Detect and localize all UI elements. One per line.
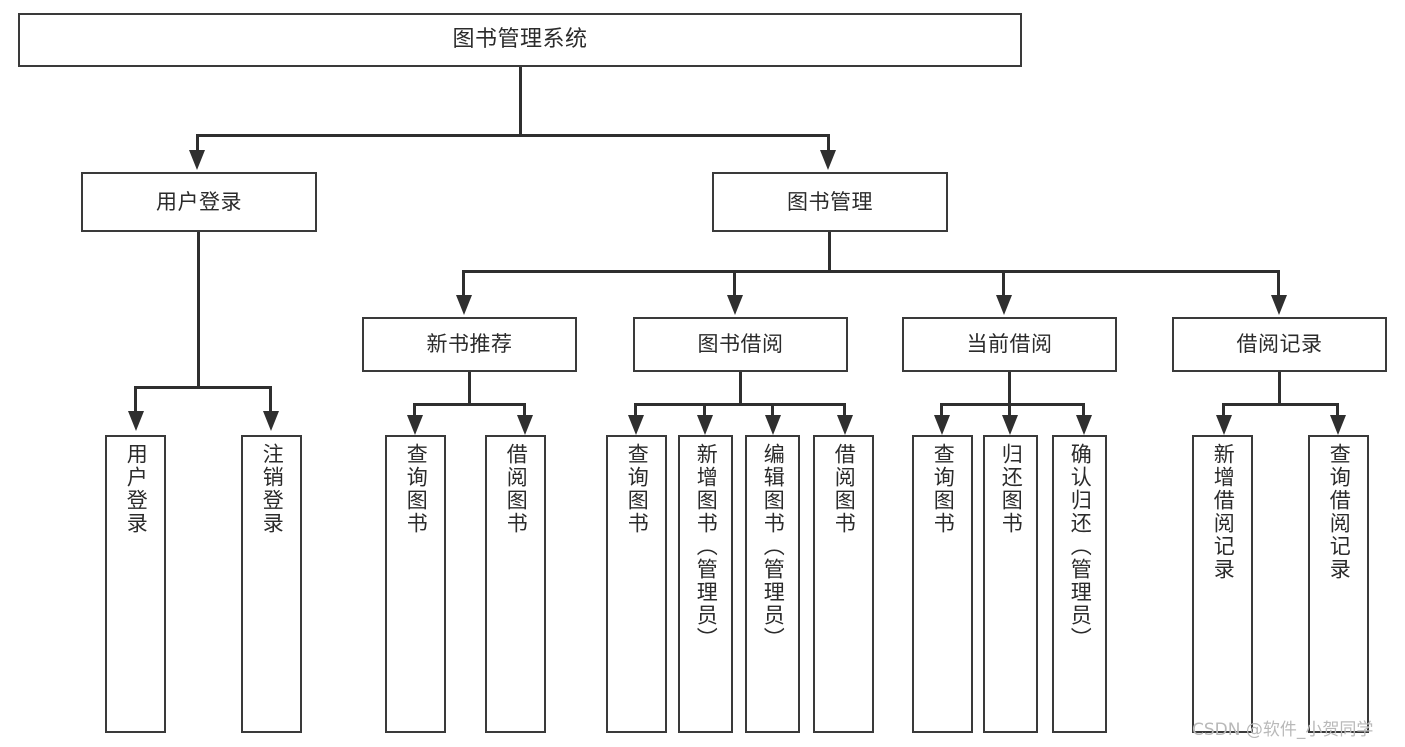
arrowhead-br-leaf-2 <box>1330 415 1346 435</box>
leaf-user-login-logout[interactable]: 注销登录 <box>241 435 302 733</box>
connector-bm-drop-3 <box>1002 270 1005 297</box>
node-label: 借阅图书 <box>504 443 529 535</box>
arrowhead-nbr-leaf-2 <box>517 415 533 435</box>
arrowhead-cb-leaf-1 <box>934 415 950 435</box>
connector-cb-bar <box>940 403 1085 406</box>
node-label: 图书管理系统 <box>452 27 588 53</box>
connector-book-management-stem <box>828 232 831 270</box>
connector-root-right-drop <box>827 134 830 152</box>
node-label: 图书借阅 <box>697 332 784 357</box>
node-new-book-recommend[interactable]: 新书推荐 <box>362 317 577 372</box>
node-borrow-records[interactable]: 借阅记录 <box>1172 317 1387 372</box>
leaf-book-borrow-add[interactable]: 新增图书（管理员） <box>678 435 733 733</box>
node-user-login[interactable]: 用户登录 <box>81 172 317 232</box>
arrowhead-cb-leaf-2 <box>1002 415 1018 435</box>
connector-root-left-drop <box>196 134 199 152</box>
node-book-management[interactable]: 图书管理 <box>712 172 948 232</box>
connector-cb-drop-2 <box>1008 403 1011 417</box>
connector-bb-drop-3 <box>771 403 774 417</box>
connector-user-login-stem <box>197 232 200 386</box>
connector-nbr-stem <box>468 372 471 403</box>
connector-bb-stem <box>739 372 742 403</box>
leaf-current-borrow-return[interactable]: 归还图书 <box>983 435 1038 733</box>
node-label: 确认归还（管理员） <box>1068 443 1093 650</box>
arrowhead-to-user-login <box>189 150 205 170</box>
connector-cb-stem <box>1008 372 1011 403</box>
arrowhead-to-current-borrow <box>996 295 1012 315</box>
node-label: 新增借阅记录 <box>1211 443 1236 581</box>
leaf-book-borrow-edit[interactable]: 编辑图书（管理员） <box>745 435 800 733</box>
arrowhead-user-login-leaf-1 <box>128 411 144 431</box>
connector-bb-bar <box>634 403 846 406</box>
arrowhead-to-book-borrow <box>727 295 743 315</box>
node-root-book-management-system[interactable]: 图书管理系统 <box>18 13 1022 67</box>
node-label: 新增图书（管理员） <box>694 443 719 650</box>
leaf-borrow-record-add[interactable]: 新增借阅记录 <box>1192 435 1253 733</box>
node-label: 用户登录 <box>156 189 242 214</box>
node-book-borrow[interactable]: 图书借阅 <box>633 317 848 372</box>
connector-user-login-drop-2 <box>269 386 272 413</box>
connector-br-drop-2 <box>1336 403 1339 417</box>
node-label: 用户登录 <box>124 443 149 535</box>
watermark-text: CSDN @软件_小贺同学 <box>1192 720 1374 740</box>
connector-bb-drop-2 <box>703 403 706 417</box>
connector-br-bar <box>1222 403 1339 406</box>
arrowhead-bb-leaf-3 <box>765 415 781 435</box>
node-label: 借阅图书 <box>832 443 857 535</box>
arrowhead-nbr-leaf-1 <box>407 415 423 435</box>
leaf-new-book-query[interactable]: 查询图书 <box>385 435 446 733</box>
node-label: 查询图书 <box>404 443 429 535</box>
node-label: 查询图书 <box>625 443 650 535</box>
arrowhead-br-leaf-1 <box>1216 415 1232 435</box>
leaf-new-book-borrow[interactable]: 借阅图书 <box>485 435 546 733</box>
connector-br-drop-1 <box>1222 403 1225 417</box>
node-label: 查询图书 <box>931 443 956 535</box>
connector-bm-drop-4 <box>1277 270 1280 297</box>
arrowhead-bb-leaf-4 <box>837 415 853 435</box>
arrowhead-to-new-book-recommend <box>456 295 472 315</box>
connector-cb-drop-1 <box>940 403 943 417</box>
connector-bb-drop-4 <box>843 403 846 417</box>
leaf-borrow-record-query[interactable]: 查询借阅记录 <box>1308 435 1369 733</box>
node-current-borrow[interactable]: 当前借阅 <box>902 317 1117 372</box>
connector-nbr-drop-2 <box>523 403 526 417</box>
connector-book-management-bar <box>462 270 1280 273</box>
node-label: 编辑图书（管理员） <box>761 443 786 650</box>
connector-root-bar <box>196 134 830 137</box>
leaf-user-login-login[interactable]: 用户登录 <box>105 435 166 733</box>
node-label: 新书推荐 <box>426 332 513 357</box>
arrowhead-user-login-leaf-2 <box>263 411 279 431</box>
connector-nbr-drop-1 <box>413 403 416 417</box>
leaf-book-borrow-borrow[interactable]: 借阅图书 <box>813 435 874 733</box>
connector-bb-drop-1 <box>634 403 637 417</box>
connector-bm-drop-1 <box>462 270 465 297</box>
arrowhead-bb-leaf-2 <box>697 415 713 435</box>
connector-nbr-bar <box>413 403 526 406</box>
node-label: 当前借阅 <box>966 332 1053 357</box>
leaf-book-borrow-query[interactable]: 查询图书 <box>606 435 667 733</box>
node-label: 图书管理 <box>787 189 873 214</box>
connector-user-login-bar <box>134 386 271 389</box>
leaf-current-borrow-query[interactable]: 查询图书 <box>912 435 973 733</box>
connector-bm-drop-2 <box>733 270 736 297</box>
arrowhead-bb-leaf-1 <box>628 415 644 435</box>
arrowhead-to-borrow-records <box>1271 295 1287 315</box>
node-label: 注销登录 <box>260 443 285 535</box>
connector-br-stem <box>1278 372 1281 403</box>
node-label: 归还图书 <box>999 443 1024 535</box>
connector-user-login-drop-1 <box>134 386 137 413</box>
node-label: 查询借阅记录 <box>1327 443 1352 581</box>
leaf-current-borrow-confirm-return[interactable]: 确认归还（管理员） <box>1052 435 1107 733</box>
node-label: 借阅记录 <box>1236 332 1323 357</box>
arrowhead-cb-leaf-3 <box>1076 415 1092 435</box>
arrowhead-to-book-management <box>820 150 836 170</box>
connector-cb-drop-3 <box>1082 403 1085 417</box>
connector-root-stem <box>519 67 522 134</box>
